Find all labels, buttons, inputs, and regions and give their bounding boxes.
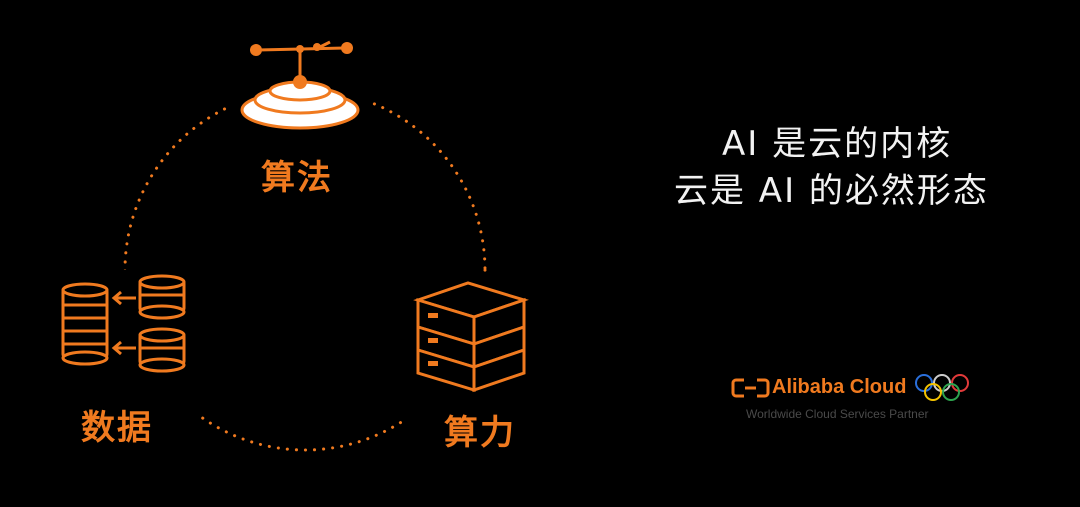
olympic-rings-icon <box>915 374 969 401</box>
brand-tagline: Worldwide Cloud Services Partner <box>746 407 929 421</box>
node-label-algorithm: 算法 <box>261 158 333 198</box>
database-icon <box>61 274 186 373</box>
node-label-data: 数据 <box>81 408 153 448</box>
brand-name: Alibaba Cloud <box>772 376 907 398</box>
algorithm-icon <box>240 40 360 130</box>
alibaba-cloud-logo-icon <box>731 378 770 398</box>
headline-line-2: 云是 AI 的必然形态 <box>674 171 989 211</box>
server-stack-icon <box>413 281 529 393</box>
headline-line-1: AI 是云的内核 <box>722 124 953 164</box>
node-label-compute: 算力 <box>444 413 516 453</box>
